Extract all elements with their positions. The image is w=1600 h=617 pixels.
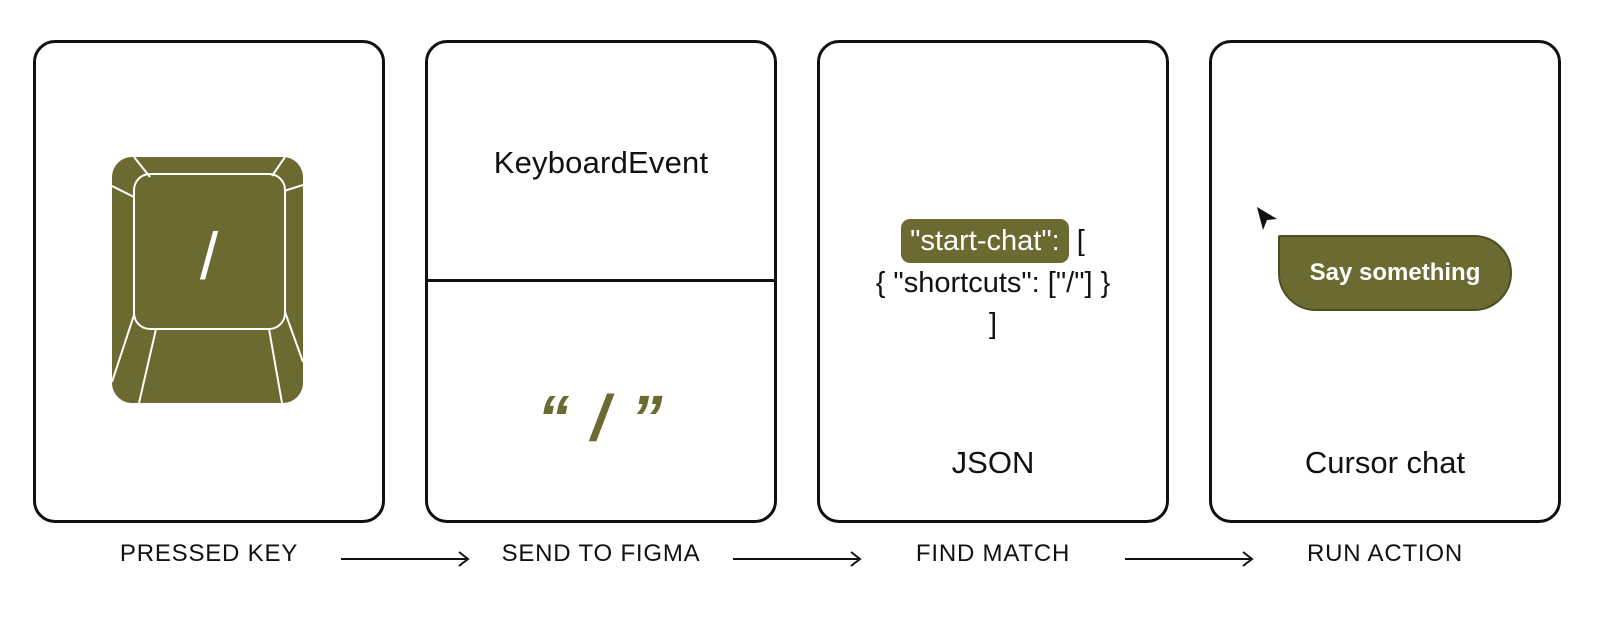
step-label-pressed-key: PRESSED KEY (119, 540, 299, 567)
pressed-key-card: / (33, 40, 385, 523)
step-label-send-to-figma: SEND TO FIGMA (501, 540, 701, 567)
keycap-icon: / (112, 157, 303, 403)
arrow-right-icon (1125, 551, 1254, 567)
json-line-2: { "shortcuts": ["/"] } (875, 267, 1111, 299)
json-open-bracket: [ (1076, 225, 1085, 257)
card-divider (428, 279, 774, 282)
cursor-chat-bubble: Say something (1278, 235, 1512, 311)
key-value-text: “ / ” (537, 382, 665, 454)
cursor-chat-caption: Cursor chat (1304, 445, 1466, 480)
json-line-3: ] (988, 308, 998, 340)
json-key-highlight: "start-chat": (901, 219, 1069, 263)
key-char: / (200, 219, 219, 293)
keyboard-event-title: KeyboardEvent (493, 145, 709, 180)
json-snippet: "start-chat": [ { "shortcuts": ["/"] } ] (820, 219, 1166, 345)
arrow-right-icon (341, 551, 470, 567)
cursor-icon (1257, 207, 1277, 230)
arrow-right-icon (733, 551, 862, 567)
json-line-1: "start-chat": [ (820, 219, 1166, 263)
json-caption: JSON (951, 445, 1035, 480)
run-action-card: Say something Cursor chat (1209, 40, 1561, 523)
find-match-card: "start-chat": [ { "shortcuts": ["/"] } ]… (817, 40, 1169, 523)
step-label-find-match: FIND MATCH (915, 540, 1071, 567)
send-to-figma-card: KeyboardEvent “ / ” (425, 40, 777, 523)
step-label-run-action: RUN ACTION (1306, 540, 1463, 567)
